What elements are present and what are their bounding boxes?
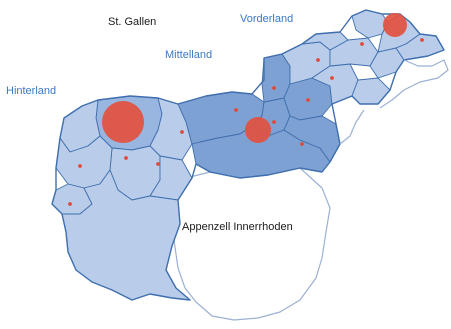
- markers-small: [68, 38, 424, 206]
- marker-point[interactable]: [316, 58, 320, 62]
- western-appendix-line: [339, 109, 365, 145]
- marker-point[interactable]: [330, 76, 334, 80]
- markers-large: [102, 13, 407, 143]
- region-mittelland: [177, 53, 341, 179]
- marker-point[interactable]: [78, 164, 82, 168]
- marker-point[interactable]: [300, 142, 304, 146]
- region-vorderland: [281, 9, 445, 105]
- marker-point[interactable]: [306, 98, 310, 102]
- region-hinterland: [51, 95, 193, 301]
- label-mittelland: Mittelland: [165, 49, 213, 61]
- marker-point[interactable]: [124, 156, 128, 160]
- marker-point[interactable]: [272, 120, 276, 124]
- label-appenzell-innerrhoden: Appenzell Innerrhoden: [182, 221, 293, 233]
- label-st-gallen: St. Gallen: [108, 16, 157, 28]
- marker-circle-medium[interactable]: [245, 117, 271, 143]
- label-hinterland: Hinterland: [6, 85, 57, 97]
- marker-point[interactable]: [68, 202, 72, 206]
- eastern-border-line: [379, 59, 449, 109]
- marker-point[interactable]: [420, 38, 424, 42]
- marker-point[interactable]: [272, 86, 276, 90]
- marker-circle-medium[interactable]: [383, 13, 407, 37]
- canton-outline: [51, 9, 445, 301]
- marker-circle-large[interactable]: [102, 101, 144, 143]
- innerrhoden-border: [171, 167, 331, 321]
- marker-point[interactable]: [234, 108, 238, 112]
- marker-point[interactable]: [360, 42, 364, 46]
- label-vorderland: Vorderland: [240, 13, 294, 25]
- marker-point[interactable]: [156, 162, 160, 166]
- municipality-lutzenberg[interactable]: [351, 77, 391, 105]
- marker-point[interactable]: [180, 130, 184, 134]
